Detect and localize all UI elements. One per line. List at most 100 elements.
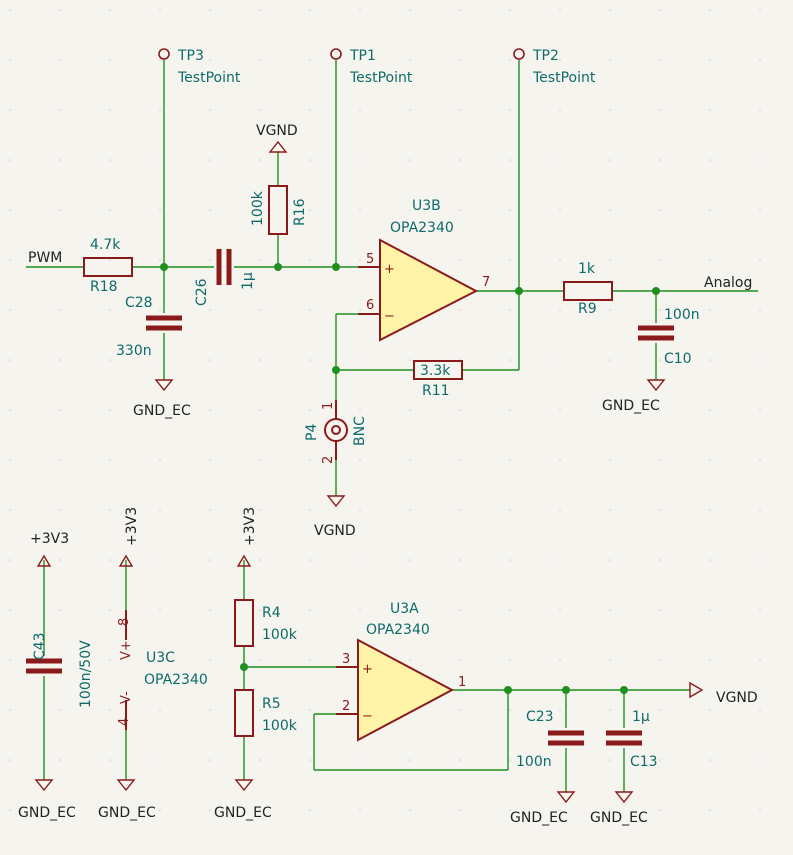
u3c-pin-vplus: 8 — [117, 618, 132, 626]
r16-ref: R16 — [292, 198, 308, 226]
testpoint-icon — [158, 48, 170, 60]
capacitor-c43[interactable]: C43 100n/50V — [26, 632, 94, 708]
resistor-r11[interactable]: 3.3k R11 — [413, 360, 463, 399]
ground-icon — [34, 779, 54, 792]
p4-ref: P4 — [304, 424, 320, 441]
ground-icon — [116, 779, 136, 792]
c13-ref: C13 — [630, 754, 658, 770]
power-arrow-icon — [36, 554, 52, 567]
v3v3-label: +3V3 — [242, 507, 258, 546]
resistor-body — [268, 185, 288, 235]
ground-icon — [154, 379, 174, 392]
u3a-plus-sign: + — [362, 662, 373, 677]
gnd-ec-label: GND_EC — [510, 810, 568, 826]
ground-icon — [234, 779, 254, 792]
c10-ref: C10 — [664, 351, 692, 367]
capacitor-c10[interactable]: 100n C10 — [638, 307, 700, 367]
c28-ref: C28 — [125, 295, 153, 311]
c26-value: 1µ — [240, 272, 256, 290]
opamp-u3c-power[interactable]: 8 4 V+ V- U3C OPA2340 — [117, 610, 208, 730]
u3b-pin-plus: 5 — [366, 252, 374, 267]
c13-value: 1µ — [632, 709, 650, 725]
r5-ref: R5 — [262, 696, 281, 712]
testpoint-icon — [330, 48, 342, 60]
c26-ref: C26 — [194, 278, 210, 306]
gnd-ec-label: GND_EC — [590, 810, 648, 826]
resistor-r16[interactable]: 100k R16 — [250, 185, 308, 235]
connector-p4-bnc[interactable]: P4 BNC 1 2 — [304, 400, 368, 464]
r11-ref: R11 — [422, 383, 450, 399]
r11-value: 3.3k — [420, 363, 451, 379]
power-symbol-u3c: +3V3 — [118, 507, 140, 567]
r18-value: 4.7k — [90, 237, 121, 253]
resistor-body — [83, 257, 133, 277]
ground-symbol-p4: VGND — [314, 495, 356, 539]
r4-ref: R4 — [262, 605, 281, 621]
r9-ref: R9 — [578, 301, 597, 317]
resistor-body — [413, 360, 463, 380]
capacitor-c28[interactable]: C28 330n — [116, 295, 182, 359]
capacitor-c23[interactable]: C23 100n — [516, 709, 584, 770]
gnd-ec-label: GND_EC — [98, 805, 156, 821]
r5-value: 100k — [262, 718, 298, 734]
p4-pin2: 2 — [321, 456, 336, 464]
ground-symbol-c23: GND_EC — [510, 791, 576, 826]
u3a-ref: U3A — [390, 601, 419, 617]
u3c-label-vplus: V+ — [119, 640, 134, 660]
ground-symbol-c13: GND_EC — [590, 791, 648, 826]
ground-symbol-c10: GND_EC — [602, 379, 666, 414]
resistor-body — [234, 689, 254, 737]
u3b-ref: U3B — [412, 198, 441, 214]
resistor-r5[interactable]: R5 100k — [234, 689, 298, 737]
testpoint-tp3[interactable]: TP3 TestPoint — [158, 48, 241, 86]
u3c-pin-vminus: 4 — [117, 718, 132, 726]
vgnd-output-symbol: VGND — [689, 681, 758, 706]
resistor-r18[interactable]: 4.7k R18 — [83, 237, 133, 295]
gnd-ec-label: GND_EC — [133, 403, 191, 419]
capacitor-c13[interactable]: 1µ C13 — [606, 709, 658, 770]
gnd-ec-label: GND_EC — [18, 805, 76, 821]
u3a-pin-plus: 3 — [342, 652, 350, 667]
opamp-u3b[interactable]: 5 6 7 + − U3B OPA2340 — [358, 198, 490, 342]
u3a-pin-out: 1 — [458, 675, 466, 690]
tp2-ref: TP2 — [532, 48, 559, 64]
testpoint-icon — [513, 48, 525, 60]
opamp-triangle-icon — [357, 638, 455, 742]
ground-symbol-c43: GND_EC — [18, 779, 76, 821]
u3b-pin-minus: 6 — [366, 298, 374, 313]
ground-symbol-r5: GND_EC — [214, 779, 272, 821]
capacitor-c26[interactable]: C26 1µ — [194, 249, 256, 306]
tp2-value: TestPoint — [532, 70, 596, 86]
ground-symbol-c28: GND_EC — [133, 379, 191, 419]
opamp-u3a[interactable]: 3 2 1 + − U3A OPA2340 — [336, 601, 466, 742]
vgnd-label: VGND — [314, 523, 356, 539]
p4-pin1: 1 — [321, 402, 336, 410]
u3c-value: OPA2340 — [144, 672, 208, 688]
vgnd-label: VGND — [716, 690, 758, 706]
gnd-ec-label: GND_EC — [214, 805, 272, 821]
u3b-value: OPA2340 — [390, 220, 454, 236]
c28-value: 330n — [116, 343, 152, 359]
c23-value: 100n — [516, 754, 552, 770]
net-label-pwm: PWM — [28, 250, 62, 266]
u3b-plus-sign: + — [384, 262, 395, 277]
testpoint-tp2[interactable]: TP2 TestPoint — [513, 48, 596, 86]
junctions — [160, 263, 660, 694]
tp3-ref: TP3 — [177, 48, 204, 64]
c43-value: 100n/50V — [78, 640, 94, 708]
opamp-triangle-icon — [379, 238, 479, 342]
vgnd-label: VGND — [256, 123, 298, 139]
tp1-ref: TP1 — [349, 48, 376, 64]
resistor-r4[interactable]: R4 100k — [234, 599, 298, 647]
c10-value: 100n — [664, 307, 700, 323]
power-symbol-c43: +3V3 — [30, 531, 69, 567]
resistor-r9[interactable]: 1k R9 — [563, 261, 613, 317]
r9-value: 1k — [578, 261, 596, 277]
testpoint-tp1[interactable]: TP1 TestPoint — [330, 48, 413, 86]
u3a-pin-minus: 2 — [342, 699, 350, 714]
net-label-analog: Analog — [704, 275, 752, 291]
v3v3-label: +3V3 — [124, 507, 140, 546]
u3c-ref: U3C — [146, 650, 175, 666]
vgnd-triangle-icon — [326, 495, 346, 508]
resistor-body — [234, 599, 254, 647]
